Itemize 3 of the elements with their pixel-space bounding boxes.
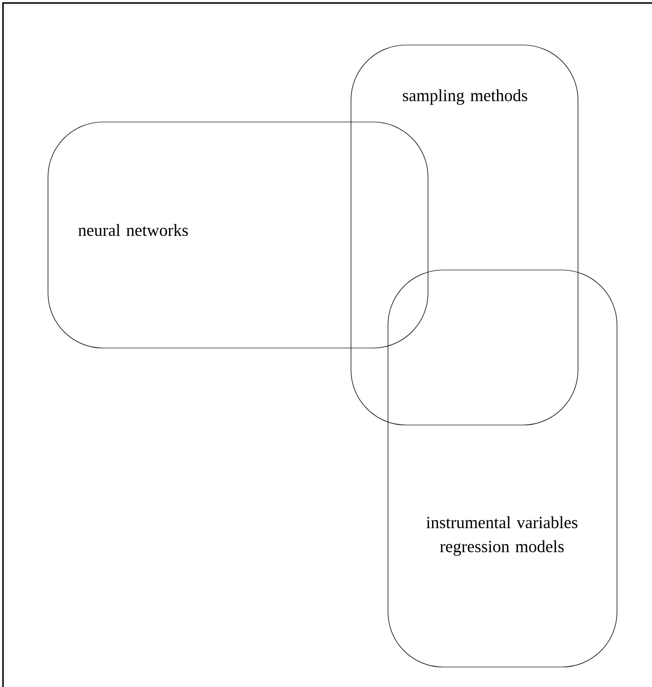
rounded-box: sampling methods: [350, 44, 578, 426]
rounded-box: neural networks: [48, 122, 428, 348]
rounded-box: instrumental variables regression models: [388, 270, 618, 668]
